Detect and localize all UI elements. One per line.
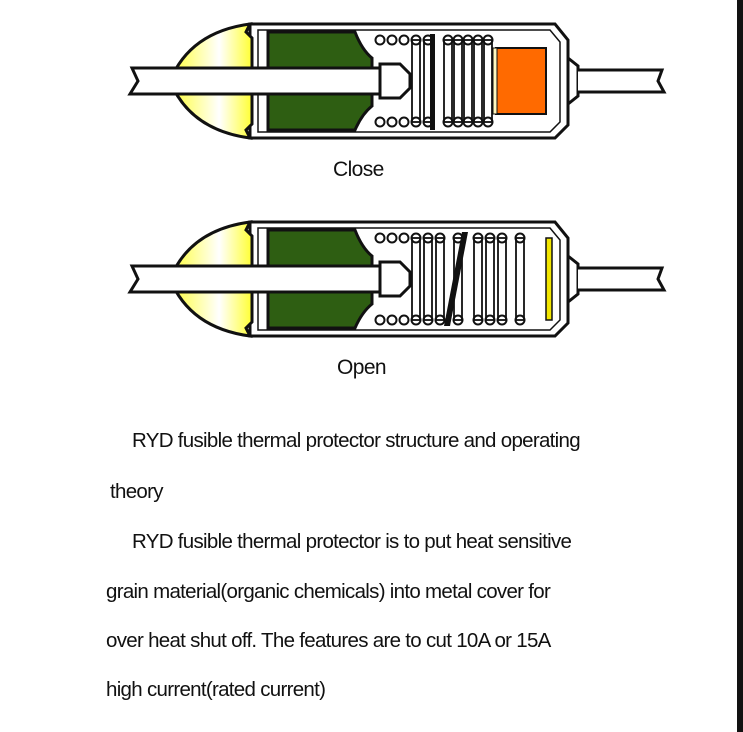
contact [378, 260, 412, 298]
pellet-upper [266, 30, 374, 72]
body-line-4: high current(rated current) [106, 678, 326, 701]
right-neck [566, 54, 580, 108]
right-neck [566, 252, 580, 306]
right-lead [578, 266, 667, 292]
image-border [737, 0, 743, 732]
body-line-2: grain material(organic chemicals) into m… [106, 580, 551, 603]
body-line-3: over heat shut off. The features are to … [106, 629, 551, 652]
sliding-contact-plate [430, 34, 435, 130]
open-label: Open [337, 356, 387, 379]
pellet-lower [266, 92, 374, 132]
melted-element [545, 237, 553, 321]
pellet-lower [266, 290, 374, 330]
right-lead [578, 68, 667, 94]
left-lead [127, 66, 380, 96]
thermal-protector-open-diagram [127, 220, 667, 338]
temperature-element [495, 47, 547, 115]
contact [378, 62, 412, 100]
heading-line-2: theory [110, 480, 163, 503]
heading-line-1: RYD fusible thermal protector structure … [132, 429, 581, 452]
thermal-protector-closed-diagram [127, 22, 667, 140]
pellet-upper [266, 228, 374, 270]
closed-label: Close [333, 158, 384, 181]
left-lead [127, 264, 380, 294]
sliding-contact-plate [444, 232, 468, 326]
body-line-1: RYD fusible thermal protector is to put … [132, 530, 572, 553]
